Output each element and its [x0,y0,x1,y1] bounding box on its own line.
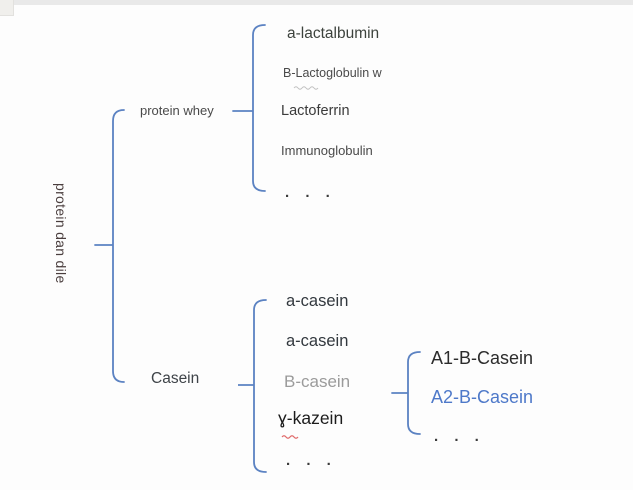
casein-child-a-casein-2: a-casein [286,332,349,350]
casein-ellipsis: . . . [286,452,337,469]
whey-ellipsis: . . . [285,184,336,201]
casein-child-gamma-kazein: ɣ-kazein [278,408,344,428]
casein-child-b-casein: B-casein [284,372,351,391]
casein-children-brace-bracket [238,299,267,473]
whey-children-brace-bracket [232,24,266,192]
root-label: protein dan dile [53,183,69,284]
whey-child-immunoglobulin: Immunoglobulin [281,143,373,158]
whey-child-b-lactoglobulin: B-Lactoglobulin w [283,66,382,80]
variant-a2-b-casein: A2-B-Casein [431,387,534,407]
variant-a1-b-casein: A1-B-Casein [431,348,534,368]
variants-ellipsis: . . . [434,428,485,445]
branch-label-protein-whey: protein whey [140,103,214,118]
spellcheck-squiggle-red [281,435,299,439]
gray-smudge-squiggle [293,86,319,90]
casein-child-a-casein-1: a-casein [286,292,349,310]
top-left-corner-box [0,0,14,16]
whey-child-a-lactalbumin: a-lactalbumin [287,25,380,42]
whey-child-lactoferrin: Lactoferrin [281,103,350,119]
root-brace-bracket [94,109,125,383]
branch-label-casein: Casein [151,370,200,387]
bcasein-variants-brace-bracket [391,351,421,435]
top-edge-strip [0,0,633,5]
